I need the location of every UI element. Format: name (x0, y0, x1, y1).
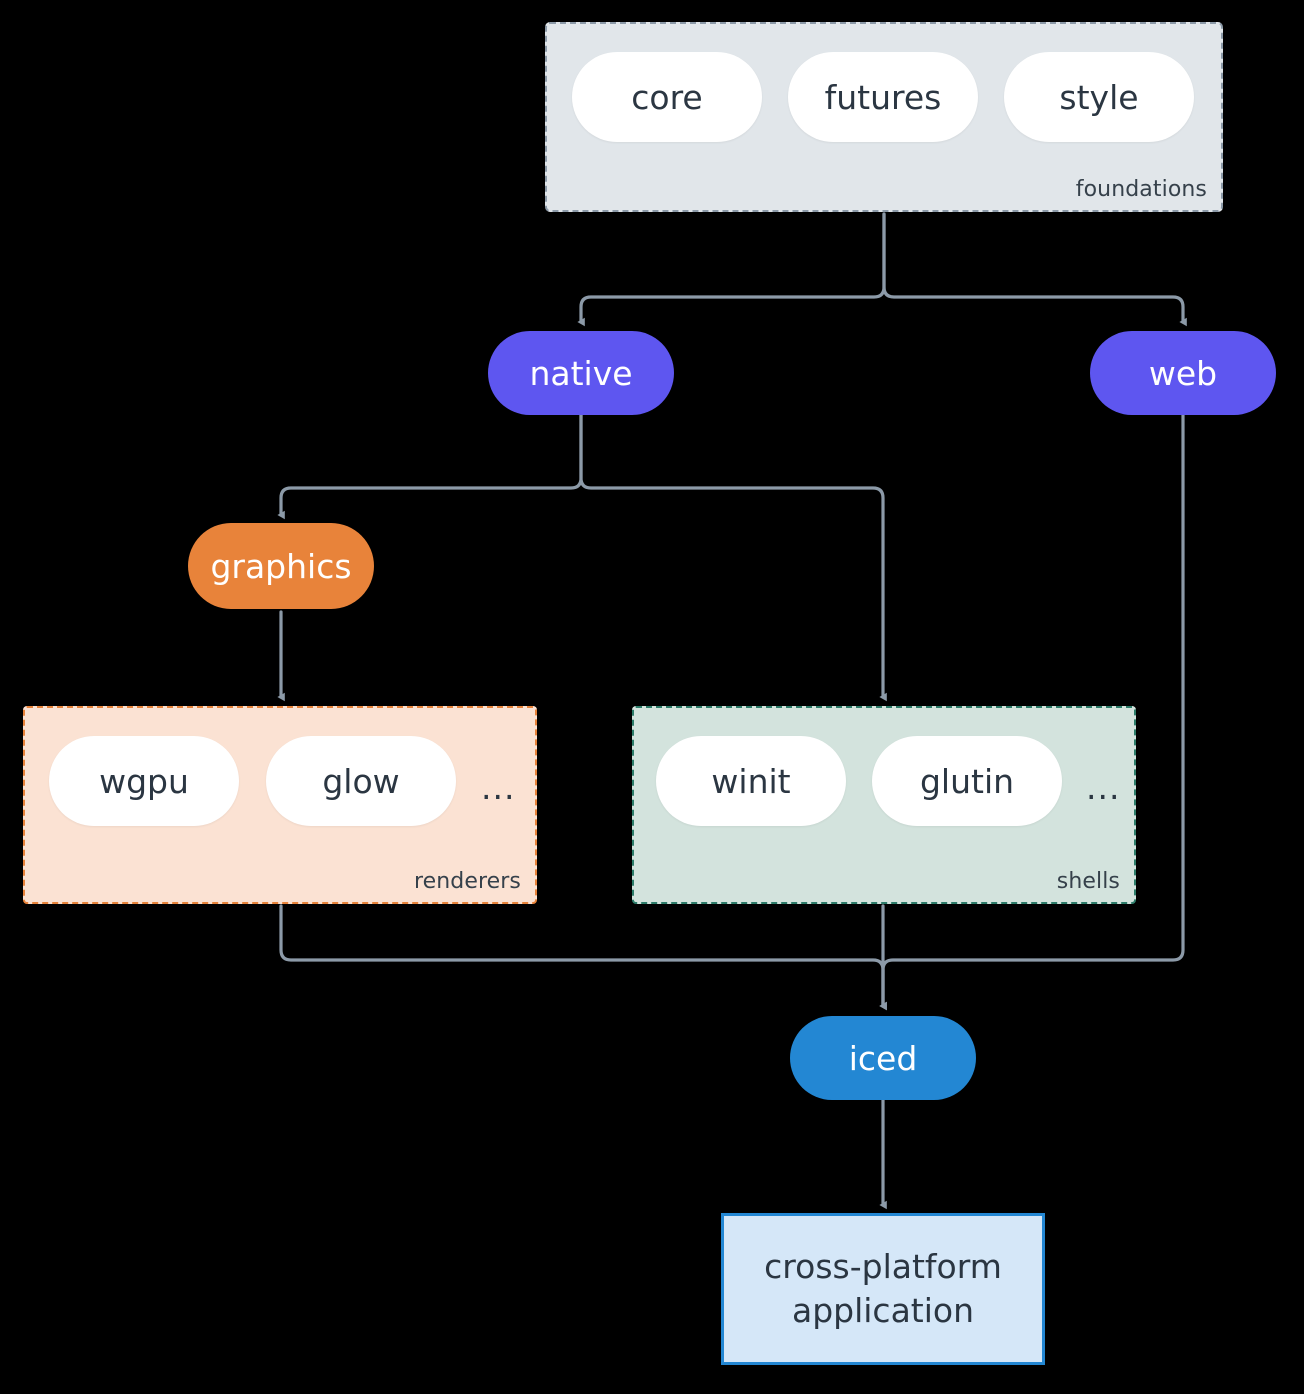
renderers-more-indicator: ... (481, 768, 516, 807)
node-core[interactable]: core (572, 52, 762, 142)
node-futures[interactable]: futures (788, 52, 978, 142)
node-wgpu[interactable]: wgpu (49, 736, 239, 826)
node-style[interactable]: style (1004, 52, 1194, 142)
node-style-label: style (1059, 77, 1139, 117)
application-label-line2: application (791, 1291, 975, 1330)
node-web-label: web (1148, 353, 1218, 393)
cluster-shells-label: shells (1056, 869, 1120, 894)
node-web[interactable]: web (1090, 331, 1276, 415)
edge-native-graphics (277, 413, 583, 520)
node-native[interactable]: native (488, 331, 674, 415)
edge-foundations-web (882, 212, 1187, 327)
application-label-line1: cross-platform (764, 1247, 1002, 1287)
node-glow[interactable]: glow (266, 736, 456, 826)
node-winit[interactable]: winit (656, 736, 846, 826)
node-wgpu-label: wgpu (99, 761, 189, 801)
node-glutin[interactable]: glutin (872, 736, 1062, 826)
cluster-foundations-label: foundations (1075, 177, 1207, 202)
node-core-label: core (631, 77, 703, 117)
node-graphics-label: graphics (210, 546, 352, 586)
node-futures-label: futures (824, 77, 942, 117)
node-glutin-label: glutin (919, 761, 1015, 801)
edge-renderers-iced (279, 904, 887, 1011)
shells-more-indicator: ... (1086, 768, 1121, 807)
edge-foundations-native (577, 212, 886, 327)
cluster-renderers-label: renderers (413, 869, 521, 894)
node-iced[interactable]: iced (790, 1016, 976, 1100)
node-graphics[interactable]: graphics (188, 523, 374, 609)
node-winit-label: winit (711, 761, 791, 801)
edge-native-shells (579, 413, 887, 702)
node-iced-label: iced (848, 1038, 918, 1078)
node-cross-platform-application[interactable]: cross-platform application (721, 1213, 1045, 1365)
node-glow-label: glow (322, 761, 400, 801)
node-native-label: native (529, 353, 633, 393)
